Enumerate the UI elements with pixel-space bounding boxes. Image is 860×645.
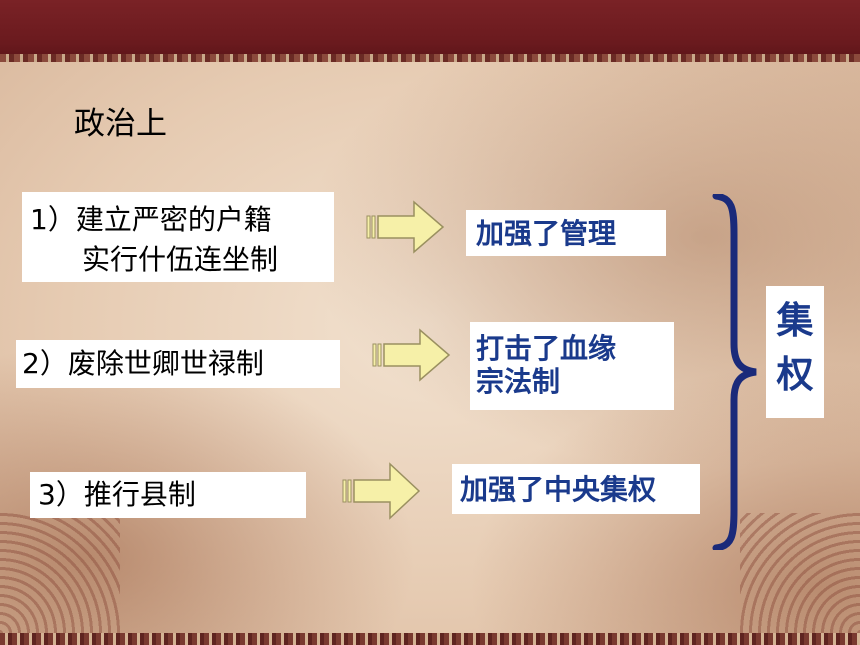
right-arrow-icon [372,328,451,382]
corner-ornament-left [0,513,120,633]
effect-3-line-1: 加强了中央集权 [460,473,657,506]
effect-box-3: 加强了中央集权 [452,464,700,514]
right-arrow-icon [366,200,445,254]
bottom-decorative-band [0,633,860,645]
right-arrow-icon [342,462,421,520]
measure-box-2: 2）废除世卿世禄制 [16,340,340,388]
measure-box-3: 3）推行县制 [30,472,306,518]
measure-3-line-1: 3）推行县制 [38,478,196,511]
measure-1-line-2: 实行什伍连坐制 [82,243,279,276]
effect-2-line-2: 宗法制 [476,365,561,398]
effect-2-line-1: 打击了血缘 [476,332,617,365]
measure-box-1: 1）建立严密的户籍 实行什伍连坐制 [22,192,334,282]
measure-2-line-1: 2）废除世卿世禄制 [22,347,264,380]
result-box: 集 权 [766,286,824,418]
top-decorative-band [0,0,860,62]
effect-1-line-1: 加强了管理 [476,217,617,250]
effect-box-2: 打击了血缘 宗法制 [470,322,674,410]
result-char-1: 集 [776,299,814,342]
result-char-2: 权 [776,353,814,396]
right-brace-icon [712,194,757,550]
slide-heading: 政治上 [74,106,167,142]
measure-1-line-1: 1）建立严密的户籍 [30,203,272,236]
effect-box-1: 加强了管理 [466,210,666,256]
